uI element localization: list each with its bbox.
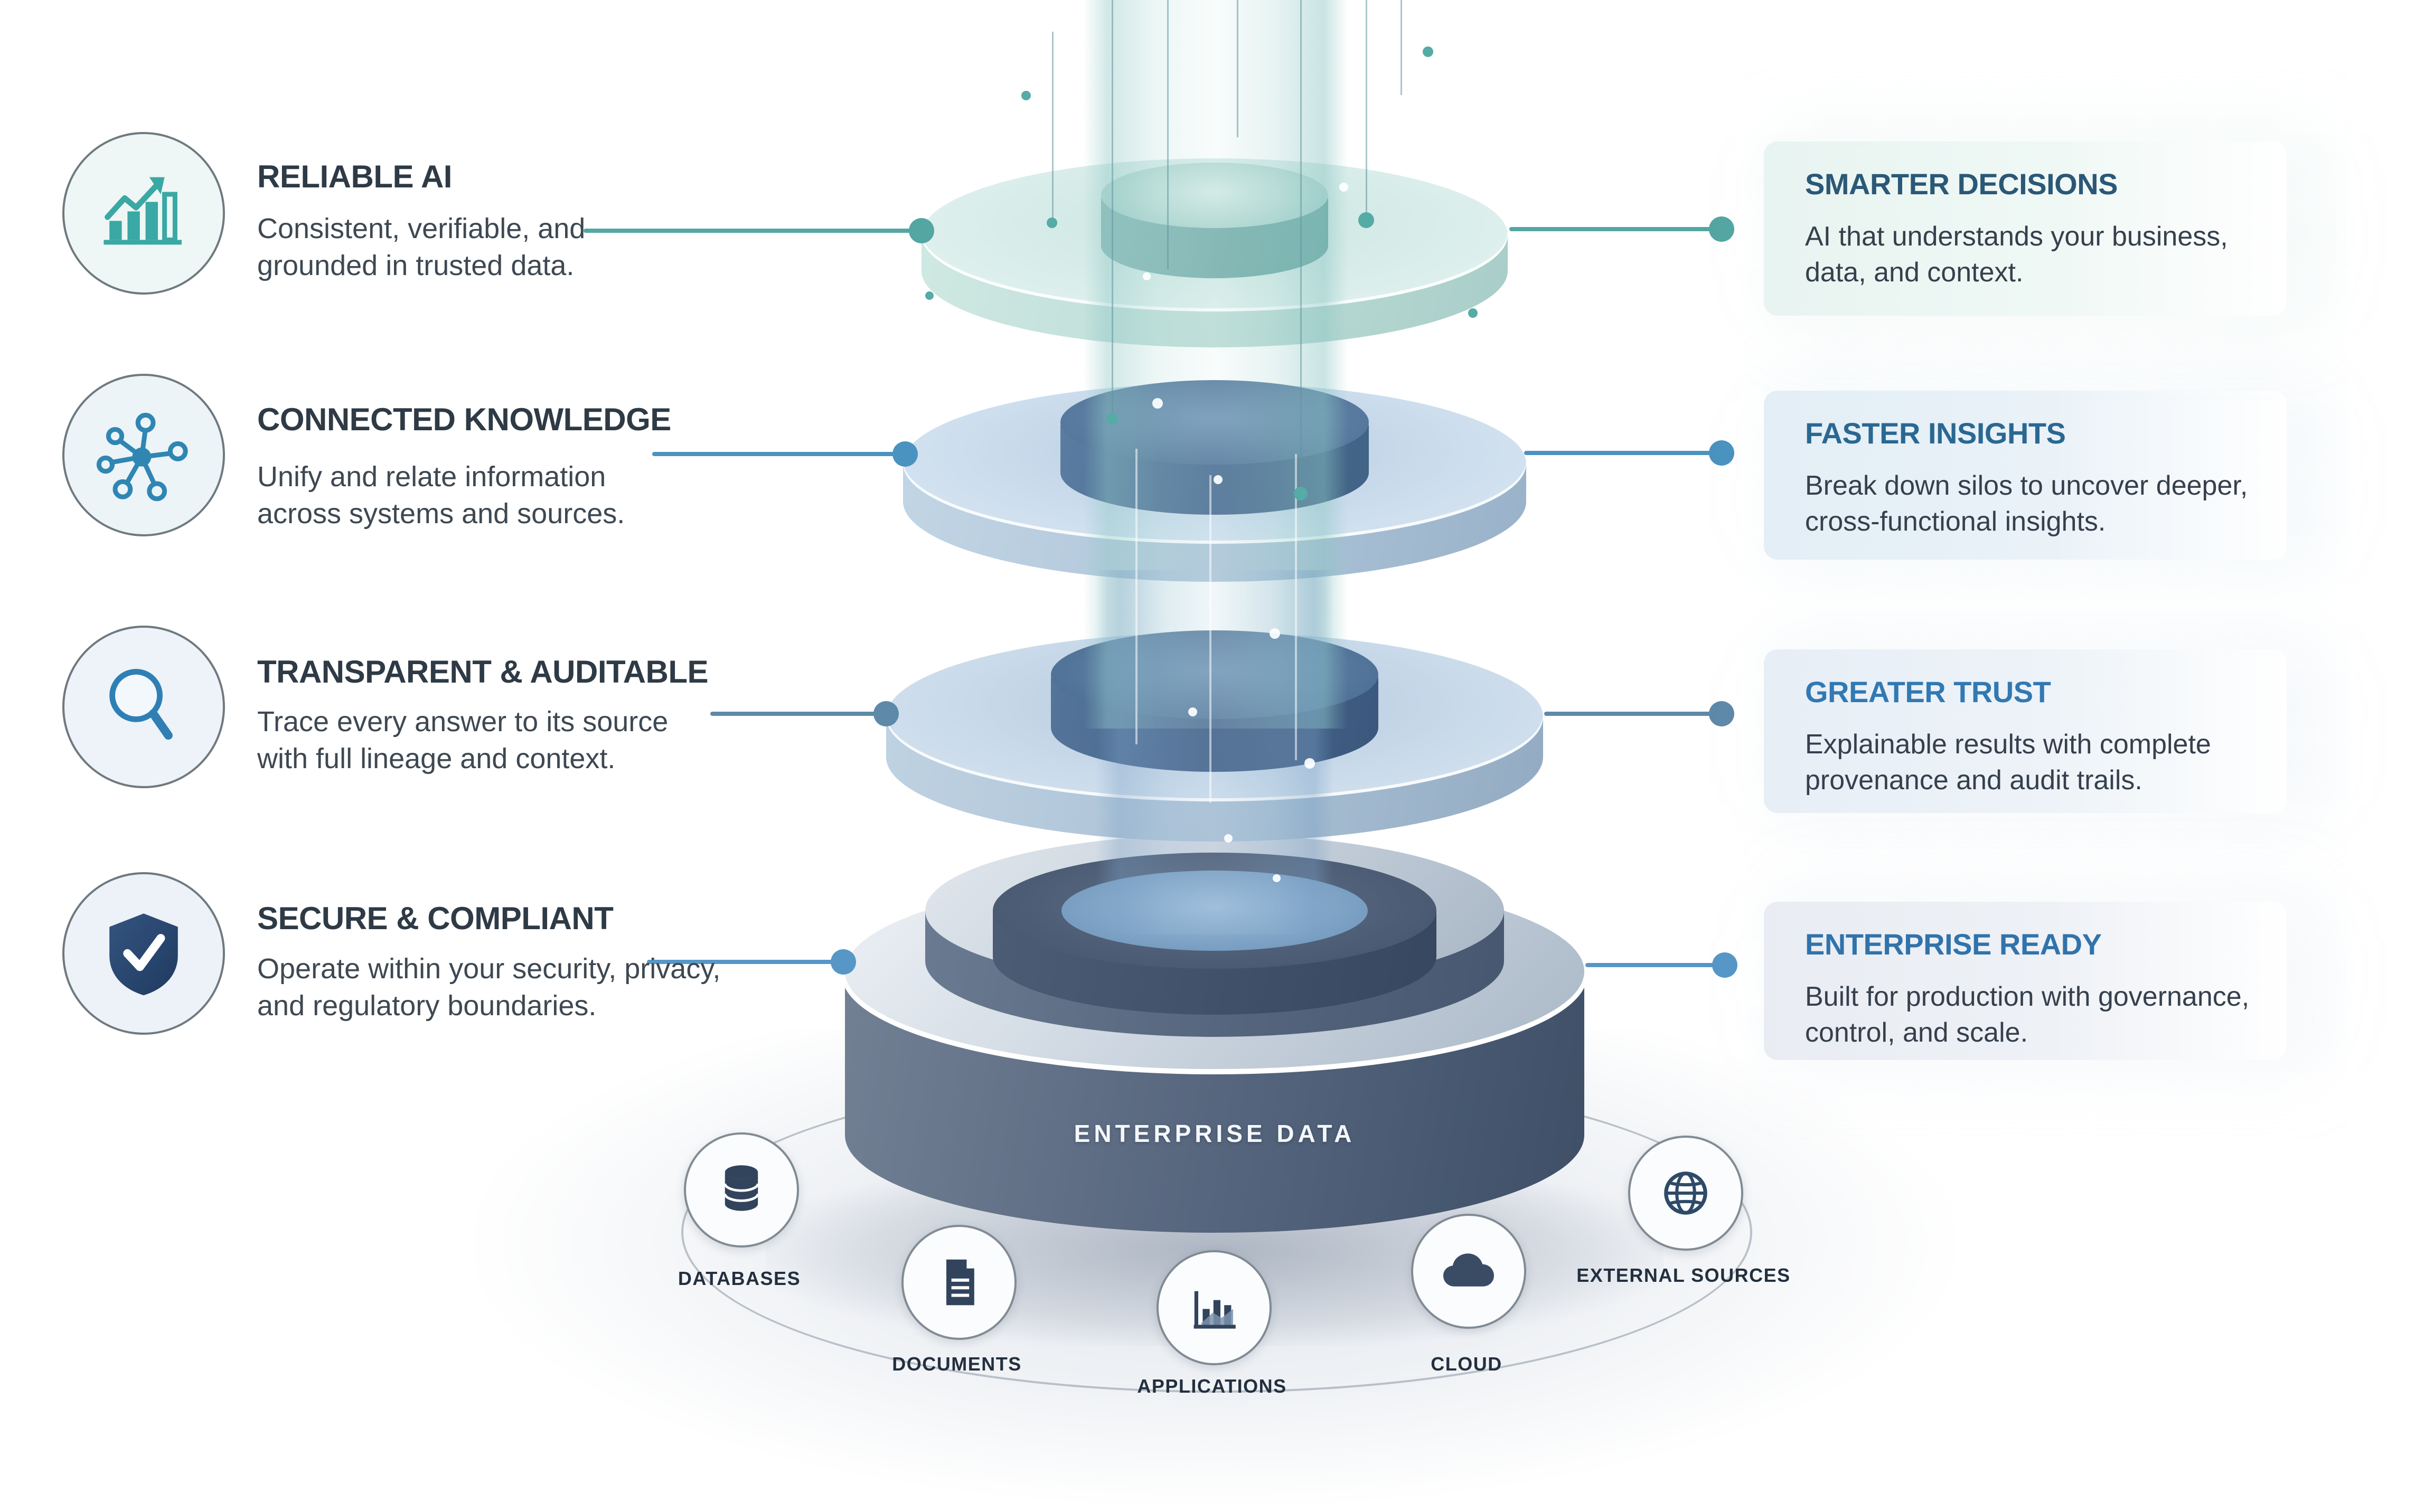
feature-icon-circle — [62, 626, 225, 788]
particle-dot — [1468, 308, 1478, 318]
benefit-title: GREATER TRUST — [1805, 675, 2051, 708]
source-label: APPLICATIONS — [1137, 1375, 1287, 1397]
particle-dot — [1152, 398, 1163, 409]
feature-title: RELIABLE AI — [257, 159, 452, 194]
benefit-description: AI that understands your business, data,… — [1805, 221, 2228, 288]
feature-title: TRANSPARENT & AUDITABLE — [257, 654, 709, 689]
disk1-core-top — [1101, 163, 1328, 228]
feature-description: Trace every answer to its source with fu… — [257, 706, 669, 774]
source-label: CLOUD — [1431, 1353, 1502, 1375]
benefit-title: SMARTER DECISIONS — [1805, 167, 2118, 201]
connector-line-faster-insights — [1524, 451, 1711, 455]
benefit-description: Break down silos to uncover deeper, cros… — [1805, 470, 2248, 537]
particle-dot — [1224, 834, 1233, 843]
particle-dot — [1214, 475, 1223, 484]
particle-dot — [1294, 487, 1308, 500]
network-nodes-icon — [96, 412, 188, 502]
connector-dot-smarter-decisions — [1709, 216, 1734, 242]
feature-icon-circle — [62, 872, 225, 1035]
source-icon-circle — [1628, 1136, 1743, 1251]
connector-dot-reliable-ai — [909, 218, 934, 243]
connector-dot-greater-trust — [1709, 701, 1734, 726]
source-label: EXTERNAL SOURCES — [1576, 1264, 1791, 1286]
connector-dot-faster-insights — [1709, 440, 1734, 466]
particle-line — [1237, 0, 1238, 137]
particle-dot — [1358, 212, 1374, 228]
database-icon — [723, 1165, 759, 1211]
connector-line-connected-knowledge — [652, 452, 906, 456]
particle-line — [1366, 0, 1367, 216]
feature-description: Unify and relate information across syst… — [257, 461, 625, 530]
connector-line-greater-trust — [1544, 712, 1711, 716]
source-icon-circle — [1411, 1214, 1526, 1329]
connector-line-smarter-decisions — [1509, 227, 1711, 231]
benefit-title: ENTERPRISE READY — [1805, 928, 2102, 961]
particle-dot — [1143, 272, 1151, 280]
connector-dot-secure-compliant — [831, 949, 856, 975]
particle-dot — [1304, 758, 1315, 769]
particle-dot — [1423, 46, 1433, 57]
feature-icon-circle — [62, 132, 225, 295]
particle-line — [1167, 0, 1169, 269]
particle-dot — [1273, 874, 1281, 882]
particle-dot — [1106, 413, 1118, 424]
connector-line-enterprise-ready — [1585, 963, 1714, 967]
disk3-core-top — [1051, 630, 1378, 719]
particle-dot — [1021, 91, 1031, 100]
particle-line — [1300, 0, 1302, 491]
source-icon-circle — [901, 1225, 1017, 1340]
light-beam-upper — [1084, 0, 1348, 729]
source-icon-circle — [684, 1132, 799, 1248]
growth-chart-icon — [104, 177, 182, 245]
particle-dot — [925, 291, 934, 300]
particle-dot — [1270, 628, 1280, 639]
benefit-card-smarter-decisions: SMARTER DECISIONS AI that understands yo… — [1764, 141, 2287, 316]
source-label: DATABASES — [678, 1268, 801, 1289]
bar-chart-icon — [1193, 1291, 1236, 1329]
particle-dot — [1339, 183, 1348, 192]
benefit-title: FASTER INSIGHTS — [1805, 417, 2066, 450]
connector-line-transparent-auditable — [710, 712, 887, 716]
particle-line — [1052, 32, 1054, 222]
base-glow-core — [1061, 871, 1368, 951]
globe-icon — [1664, 1171, 1707, 1215]
magnifier-icon — [109, 669, 173, 740]
particle-dot — [1047, 218, 1057, 228]
cloud-icon — [1443, 1253, 1494, 1287]
benefit-description: Explainable results with complete proven… — [1805, 729, 2211, 796]
source-icon-circle — [1157, 1250, 1272, 1365]
beam-streak — [1135, 449, 1138, 744]
connector-line-secure-compliant — [647, 960, 842, 964]
beam-streak — [1295, 454, 1297, 760]
particle-line — [1112, 0, 1113, 417]
source-label: DOCUMENTS — [892, 1353, 1022, 1375]
benefit-description: Built for production with governance, co… — [1805, 981, 2250, 1048]
enterprise-data-label: ENTERPRISE DATA — [1074, 1120, 1356, 1147]
benefit-card-greater-trust: GREATER TRUST Explainable results with c… — [1764, 649, 2287, 813]
connector-dot-connected-knowledge — [892, 441, 918, 467]
particle-dot — [1188, 707, 1197, 716]
feature-title: CONNECTED KNOWLEDGE — [257, 402, 671, 437]
light-beam-lower — [1096, 570, 1333, 934]
feature-description: Consistent, verifiable, and grounded in … — [257, 213, 586, 281]
benefit-card-faster-insights: FASTER INSIGHTS Break down silos to unco… — [1764, 391, 2287, 560]
shield-check-icon — [109, 913, 178, 996]
feature-icon-circle — [62, 374, 225, 536]
feature-title: SECURE & COMPLIANT — [257, 901, 614, 936]
connector-dot-enterprise-ready — [1712, 952, 1737, 978]
beam-streak — [1209, 475, 1211, 802]
document-icon — [946, 1259, 974, 1306]
feature-description: Operate within your security, privacy, a… — [257, 953, 721, 1022]
connector-line-reliable-ai — [584, 229, 922, 233]
particle-line — [1401, 0, 1402, 95]
benefit-card-enterprise-ready: ENTERPRISE READY Built for production wi… — [1764, 902, 2287, 1060]
connector-dot-transparent-auditable — [873, 701, 899, 726]
